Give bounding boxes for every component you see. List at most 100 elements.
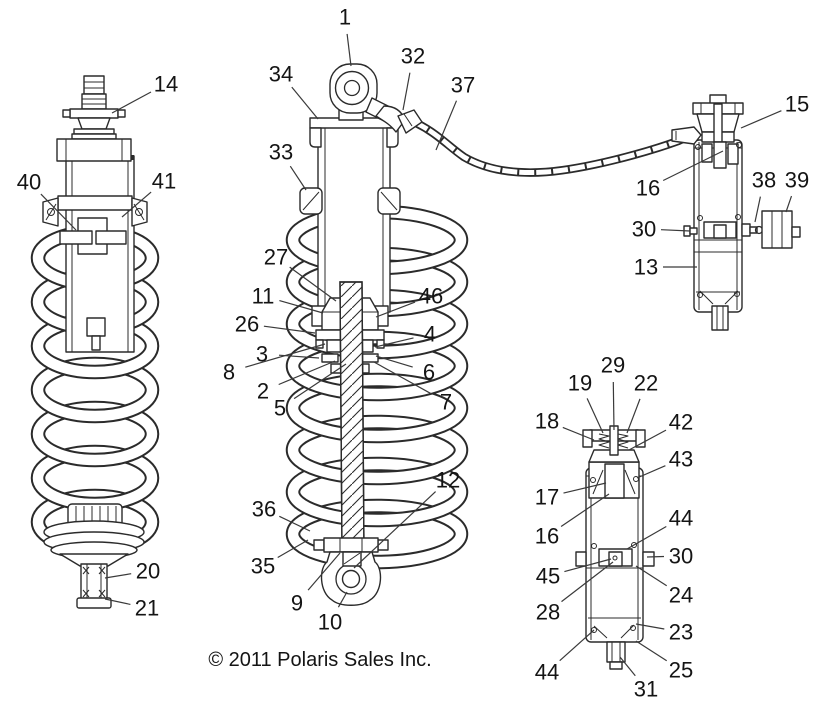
leader-line-17: [563, 482, 607, 494]
callout-12: 12: [436, 468, 460, 493]
callout-30: 30: [669, 544, 693, 569]
callout-16: 16: [636, 176, 660, 201]
leader-line-24: [635, 565, 668, 587]
leader-line-16: [560, 493, 610, 527]
callout-9: 9: [291, 591, 303, 616]
leader-line-30: [646, 555, 665, 558]
callout-3: 3: [256, 342, 268, 367]
center-shock-exploded: [285, 63, 691, 606]
callout-25: 25: [669, 658, 693, 683]
leader-line-10: [337, 591, 348, 608]
leader-line-38: [754, 196, 761, 223]
leader-line-34: [291, 86, 319, 120]
leader-line-27: [289, 266, 337, 302]
lower-clevis: [320, 551, 382, 606]
callout-21: 21: [135, 596, 159, 621]
callout-15: 15: [785, 92, 809, 117]
left-lower-mount: [43, 503, 145, 609]
remote-reservoir-upper: [671, 94, 801, 331]
callout-27: 27: [264, 245, 288, 270]
leader-line-46: [375, 301, 416, 318]
leader-line-39: [785, 195, 793, 213]
leader-line-35: [277, 539, 309, 559]
reservoir-neck-lower: [588, 461, 640, 499]
leader-line-44: [559, 629, 595, 662]
reservoir-hose: [412, 118, 691, 177]
leader-line-19: [586, 398, 604, 434]
leader-line-22: [626, 398, 641, 434]
callout-42: 42: [669, 410, 693, 435]
callout-24: 24: [669, 583, 693, 608]
reservoir-bottom-upper: [697, 290, 740, 331]
leader-line-40: [40, 193, 77, 231]
clevis-bore: [341, 569, 361, 589]
left-top-mount: [56, 75, 132, 162]
leader-line-36: [279, 515, 311, 532]
callout-40: 40: [17, 170, 41, 195]
callout-32: 32: [401, 44, 425, 69]
leader-line-5: [293, 363, 347, 400]
callout-34: 34: [269, 62, 293, 87]
shock-body-tube: [309, 117, 399, 313]
leader-line-28: [561, 561, 614, 603]
leader-line-12: [353, 491, 437, 569]
leader-line-15: [740, 110, 782, 129]
leader-line-42: [628, 429, 667, 451]
callout-35: 35: [251, 554, 275, 579]
leader-line-1: [346, 33, 352, 67]
leader-line-43: [636, 465, 666, 479]
callout-31: 31: [634, 677, 658, 702]
leader-line-8: [245, 343, 326, 368]
callout-29: 29: [601, 353, 625, 378]
leader-line-9: [307, 552, 341, 591]
leader-line-26: [263, 325, 316, 334]
leader-line-41: [121, 191, 152, 218]
reservoir-cap-lower: [582, 425, 646, 463]
callout-44: 44: [535, 660, 559, 685]
callout-14: 14: [154, 72, 178, 97]
callout-44: 44: [669, 506, 693, 531]
leader-line-33: [289, 165, 307, 191]
callout-22: 22: [634, 371, 658, 396]
callout-2: 2: [257, 379, 269, 404]
leader-line-11: [279, 300, 324, 314]
floating-piston-lower: [591, 542, 637, 567]
leader-line-6: [375, 355, 413, 368]
hose-fitting: [671, 126, 702, 145]
copyright-text: © 2011 Polaris Sales Inc.: [208, 649, 431, 671]
callout-39: 39: [785, 168, 809, 193]
leader-line-31: [619, 656, 636, 677]
leader-line-23: [635, 623, 665, 630]
jam-nut: [69, 108, 119, 119]
spring-retainer-halves: [299, 187, 401, 215]
leader-line-14: [111, 91, 152, 114]
shaft-jam-nut: [313, 537, 389, 553]
callout-26: 26: [235, 312, 259, 337]
leader-line-32: [402, 72, 411, 111]
callout-23: 23: [669, 620, 693, 645]
callout-11: 11: [252, 284, 275, 309]
leader-line-4: [374, 337, 414, 348]
valve-springs: [598, 433, 629, 449]
leader-line-25: [635, 640, 668, 662]
callout-18: 18: [535, 409, 559, 434]
callout-1: 1: [339, 5, 351, 30]
remote-reservoir-lower: [575, 425, 655, 670]
valve-stem: [609, 425, 619, 456]
callout-43: 43: [669, 447, 693, 472]
callout-4: 4: [424, 322, 436, 347]
leader-line-16: [662, 150, 724, 182]
leader-line-45: [564, 558, 612, 573]
leader-line-7: [373, 361, 432, 395]
floating-piston-upper: [697, 214, 741, 239]
leader-line-2: [278, 360, 336, 386]
callout-28: 28: [536, 600, 560, 625]
callout-46: 46: [419, 284, 443, 309]
rubber-mount-block: [761, 210, 793, 249]
callout-45: 45: [536, 564, 560, 589]
leader-line-30: [660, 229, 691, 232]
callout-6: 6: [423, 360, 435, 385]
callout-13: 13: [634, 255, 658, 280]
